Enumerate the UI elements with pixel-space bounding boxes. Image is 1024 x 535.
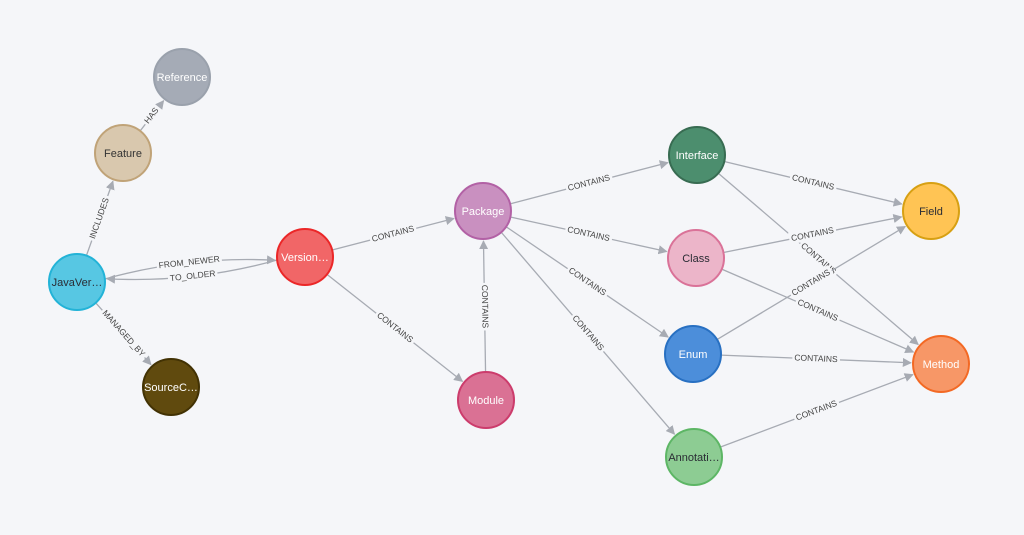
node-interface[interactable]: Interface	[668, 126, 726, 184]
edge-label-background	[156, 252, 223, 272]
edge-label-group: CONTAINS	[788, 223, 838, 245]
edge-label-background	[564, 170, 614, 195]
edge-package-to-annotation[interactable]: CONTAINS	[500, 231, 676, 435]
node-circle[interactable]	[665, 428, 723, 486]
edge-label-group: TO_OLDER	[167, 266, 219, 285]
edge-label-group: CONTAINS	[792, 396, 841, 425]
edge-label-background	[85, 193, 113, 243]
edge-package-to-enum[interactable]: CONTAINS	[505, 226, 669, 338]
edge-label-group: CONTAINS	[368, 221, 418, 246]
node-circle[interactable]	[667, 229, 725, 287]
edge-label: TO_OLDER	[169, 268, 215, 283]
edge-label: CONTAINS	[794, 352, 838, 364]
edge-label: CONTAINS	[790, 225, 835, 243]
node-javaversion[interactable]: JavaVer…	[48, 253, 106, 311]
edge-label-background	[568, 310, 609, 355]
edge-label-background	[792, 351, 841, 366]
edge-label-background	[793, 295, 843, 325]
node-circle[interactable]	[48, 253, 106, 311]
node-sourcecode[interactable]: SourceC…	[142, 358, 200, 416]
edge-version-to-module[interactable]: CONTAINS	[326, 273, 464, 382]
edge-interface-to-method[interactable]: CONTAINS	[717, 172, 919, 346]
edge-label-background	[788, 223, 838, 245]
edge-version-to-package[interactable]: CONTAINS	[331, 216, 455, 251]
edge-annotation-to-method[interactable]: CONTAINS	[719, 373, 914, 448]
edge-javaversion-to-feature[interactable]: INCLUDES	[85, 180, 115, 256]
edge-label-group: CONTAINS	[564, 170, 614, 195]
node-reference[interactable]: Reference	[153, 48, 211, 106]
node-module[interactable]: Module	[457, 371, 515, 429]
node-circle[interactable]	[668, 126, 726, 184]
node-circle[interactable]	[454, 182, 512, 240]
edge-label: CONTAINS	[567, 265, 609, 298]
edge-enum-to-method[interactable]: CONTAINS	[720, 351, 912, 368]
edge-label-group: CONTAINS	[564, 263, 611, 300]
node-circle[interactable]	[94, 124, 152, 182]
edge-label-group: CONTAINS	[478, 282, 492, 331]
edge-interface-to-field[interactable]: CONTAINS	[724, 160, 903, 207]
edge-label: CONTAINS	[375, 310, 415, 345]
edge-label-background	[792, 396, 841, 425]
edge-module-to-package[interactable]: CONTAINS	[478, 240, 492, 373]
node-circle[interactable]	[912, 335, 970, 393]
edge-label-background	[139, 102, 163, 128]
edge-label: CONTAINS	[480, 285, 491, 329]
node-method[interactable]: Method	[912, 335, 970, 393]
node-circle[interactable]	[276, 228, 334, 286]
node-version[interactable]: Version…	[276, 228, 334, 286]
edge-label-background	[564, 222, 614, 245]
edge-label-background	[368, 221, 418, 246]
edge-label-group: INCLUDES	[85, 193, 113, 243]
node-circle[interactable]	[142, 358, 200, 416]
edge-label-group: CONTAINS	[564, 222, 614, 245]
edge-label: CONTAINS	[567, 172, 612, 193]
edge-label: CONTAINS	[796, 297, 840, 323]
node-circle[interactable]	[153, 48, 211, 106]
edge-javaversion-to-sourcecode[interactable]: MANAGED_BY	[95, 302, 152, 366]
edge-package-to-interface[interactable]: CONTAINS	[509, 160, 669, 205]
edge-label-background	[787, 264, 835, 300]
edge-label-group: CONTAINS	[372, 307, 418, 347]
node-circle[interactable]	[457, 371, 515, 429]
edge-label-background	[98, 305, 150, 361]
node-circle[interactable]	[664, 325, 722, 383]
edge-label-group: FROM_NEWER	[156, 252, 223, 272]
node-package[interactable]: Package	[454, 182, 512, 240]
node-class[interactable]: Class	[667, 229, 725, 287]
node-field[interactable]: Field	[902, 182, 960, 240]
edge-label-group: CONTAINS	[793, 295, 843, 325]
edge-label: CONTAINS	[791, 172, 836, 192]
edge-label: CONTAINS	[371, 223, 416, 244]
node-annotation[interactable]: Annotati…	[665, 428, 723, 486]
edge-label: CONTAINS	[790, 267, 833, 298]
edge-javaversion-to-version[interactable]: FROM_NEWER	[104, 252, 277, 280]
edge-label: MANAGED_BY	[100, 308, 147, 359]
edge-label-group: CONTAINS	[787, 264, 835, 300]
node-feature[interactable]: Feature	[94, 124, 152, 182]
edge-label-group: MANAGED_BY	[98, 305, 150, 361]
edge-label: CONTAINS	[571, 313, 607, 353]
edge-label-group: CONTAINS	[792, 351, 841, 366]
node-enum[interactable]: Enum	[664, 325, 722, 383]
edge-label-background	[167, 266, 219, 285]
edge-label-group: CONTAINS	[788, 170, 838, 194]
edge-label: CONTAINS	[566, 224, 611, 243]
node-circle[interactable]	[902, 182, 960, 240]
edge-enum-to-field[interactable]: CONTAINS	[716, 225, 907, 341]
edge-label-background	[372, 307, 418, 347]
edge-feature-to-reference[interactable]: HAS	[139, 99, 165, 132]
edge-version-to-javaversion[interactable]: TO_OLDER	[105, 259, 278, 285]
edge-label-background	[788, 170, 838, 194]
edge-label-group: CONTAINS	[568, 310, 609, 355]
edge-label-background	[564, 263, 611, 300]
edge-label-background	[478, 282, 492, 331]
